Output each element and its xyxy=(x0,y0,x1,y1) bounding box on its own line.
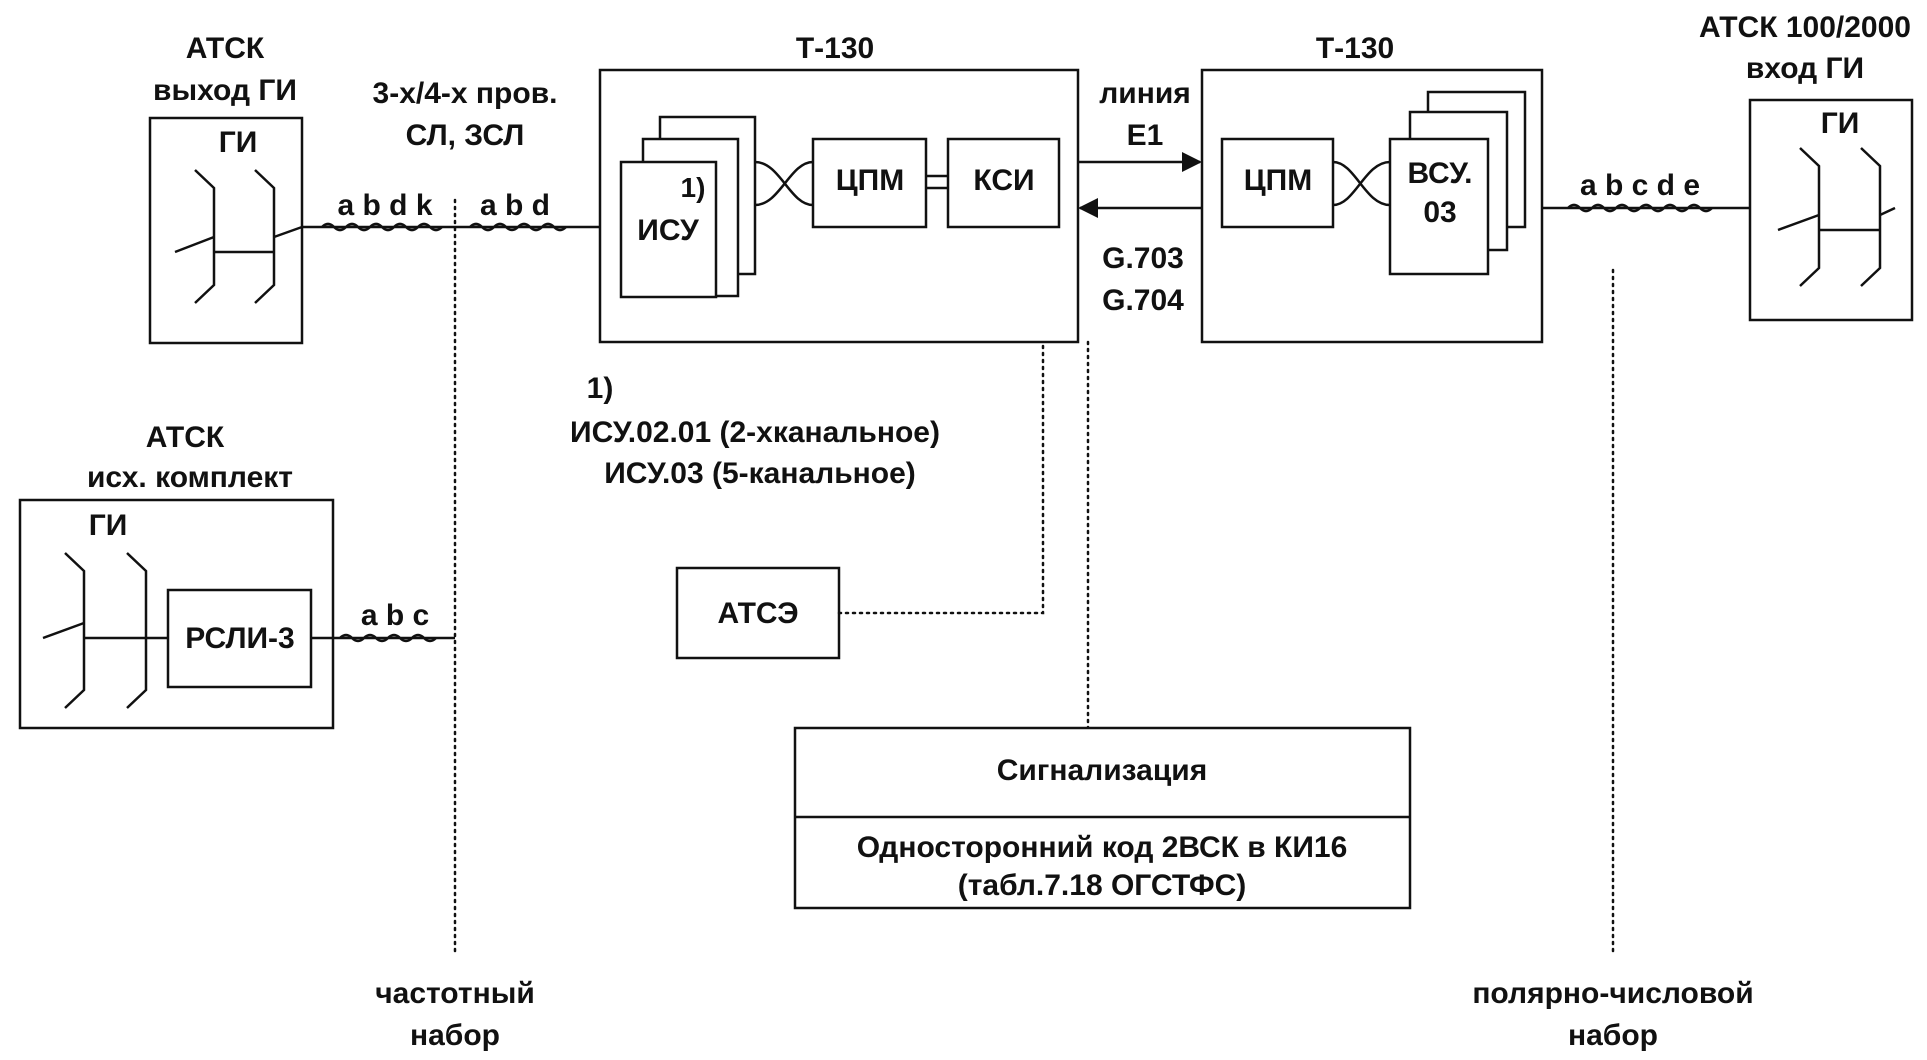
atse-box xyxy=(675,566,841,660)
cpm-left-label: ЦПМ xyxy=(836,164,904,197)
signaling-line-1: Односторонний код 2ВСК в КИ16 xyxy=(857,831,1348,864)
link-standard-1: G.703 xyxy=(1102,242,1184,275)
line-type-label-2: СЛ, ЗСЛ xyxy=(406,119,525,152)
right-station-box xyxy=(1748,98,1914,322)
right-gi-label: ГИ xyxy=(1821,107,1860,140)
rsli3-label: РСЛИ-3 xyxy=(185,622,294,655)
left-top-switch-symbol xyxy=(174,169,303,304)
polar-dialing-label-1: полярно-числовой xyxy=(1472,977,1753,1010)
right-wire-bundle-mark xyxy=(1567,203,1713,213)
isu-cpm-link xyxy=(754,160,814,207)
footnote-line-2: ИСУ.03 (5-канальное) xyxy=(604,457,916,490)
wires-left-in: a b d xyxy=(480,189,550,222)
frequency-dialing-label-1: частотный xyxy=(375,977,535,1010)
cpm-right-label: ЦПМ xyxy=(1244,164,1312,197)
vsu-card-front xyxy=(1388,137,1490,276)
polar-dialing-label-2: набор xyxy=(1568,1019,1658,1052)
left-top-station-title-2: выход ГИ xyxy=(153,74,297,107)
frequency-dialing-label-2: набор xyxy=(410,1019,500,1052)
left-wire-bundle-mark-2 xyxy=(469,222,567,232)
cpm-left-box xyxy=(811,137,928,229)
left-bottom-switch-symbol xyxy=(42,552,168,709)
wires-left-out: a b d k xyxy=(337,189,432,222)
t130-right: Т-130 ЦПМ ВСУ. 03 xyxy=(1200,32,1544,344)
right-switch-symbol xyxy=(1777,147,1896,287)
cpm-vsu-link xyxy=(1332,160,1391,207)
signaling-line-2: (табл.7.18 ОГСТФС) xyxy=(958,869,1247,902)
line-type-label-1: 3-х/4-х пров. xyxy=(373,77,558,110)
isu-card-front xyxy=(619,160,718,299)
ksi-box xyxy=(946,137,1061,229)
left-bottom-station: АТСК исх. комплект ГИ РСЛИ-3 xyxy=(18,421,335,730)
footnote-mark: 1) xyxy=(587,372,614,405)
left-bottom-station-title-2: исх. комплект xyxy=(87,461,293,494)
atse-label: АТСЭ xyxy=(717,597,798,630)
footnote-line-1: ИСУ.02.01 (2-хканальное) xyxy=(570,416,940,449)
atse-dotted-connection xyxy=(837,340,1045,615)
left-top-station: АТСК выход ГИ ГИ xyxy=(148,32,304,345)
left-bottom-station-title-1: АТСК xyxy=(146,421,225,454)
right-station: АТСК 100/2000 вход ГИ ГИ xyxy=(1699,11,1914,322)
right-station-title-1: АТСК 100/2000 xyxy=(1699,11,1911,44)
vsu-label-2: 03 xyxy=(1423,196,1456,229)
isu-label: ИСУ xyxy=(637,214,699,247)
relay-wire-bundle-mark xyxy=(339,633,437,643)
cpm-right-box xyxy=(1220,137,1335,229)
left-top-gi-label: ГИ xyxy=(219,126,258,159)
signaling-table: Сигнализация Односторонний код 2ВСК в КИ… xyxy=(793,726,1412,910)
signaling-header: Сигнализация xyxy=(997,754,1208,787)
t130-left: Т-130 1) ИСУ ЦПМ КСИ xyxy=(598,32,1080,344)
vsu-label-1: ВСУ. xyxy=(1407,157,1472,190)
wires-right: a b c d e xyxy=(1580,169,1700,202)
left-wire-bundle-mark-1 xyxy=(321,222,443,232)
isu-footnote-mark: 1) xyxy=(681,172,706,203)
rsli3-box xyxy=(166,588,313,689)
link-label-2: Е1 xyxy=(1127,119,1164,152)
left-top-station-title-1: АТСК xyxy=(186,32,265,65)
right-station-title-2: вход ГИ xyxy=(1746,52,1864,85)
link-standard-2: G.704 xyxy=(1102,284,1184,317)
left-bottom-gi-label: ГИ xyxy=(89,509,128,542)
wires-relay-out: a b c xyxy=(361,599,429,632)
ksi-label: КСИ xyxy=(973,164,1034,197)
t130-left-title: Т-130 xyxy=(796,32,874,65)
link-label-1: линия xyxy=(1099,77,1191,110)
left-top-station-box xyxy=(148,116,304,345)
t130-right-title: Т-130 xyxy=(1316,32,1394,65)
